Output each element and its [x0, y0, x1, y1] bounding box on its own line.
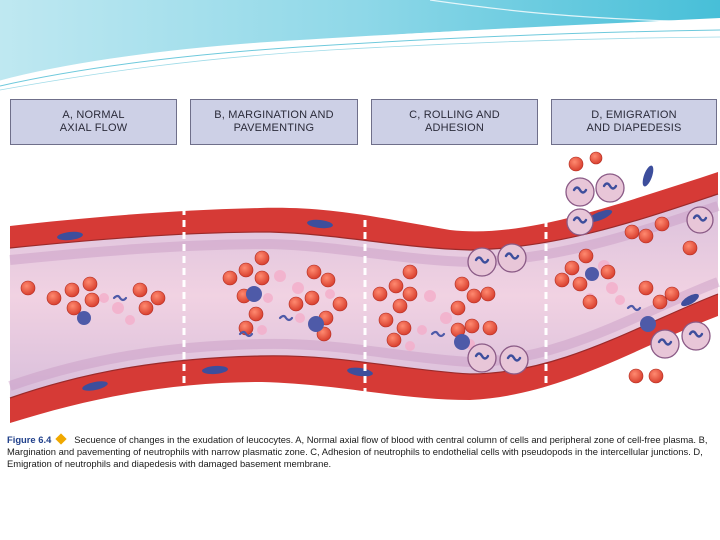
stage-b-label: B, MARGINATION AND PAVEMENTING [214, 109, 334, 134]
neutrophils-adhering [467, 173, 714, 375]
stage-c-box: C, ROLLING AND ADHESION [371, 99, 538, 145]
stage-c-label: C, ROLLING AND ADHESION [409, 109, 500, 134]
stage-a-label: A, NORMAL AXIAL FLOW [59, 109, 128, 134]
figure-label: Figure 6.4 [7, 434, 52, 445]
leukocytes [77, 267, 656, 350]
blood-vessel-illustration [8, 148, 720, 423]
vessel-wall-lower [10, 294, 718, 423]
stage-dividers [182, 148, 548, 423]
stage-b-box: B, MARGINATION AND PAVEMENTING [190, 99, 358, 145]
diamond-icon [55, 433, 67, 445]
neutrophil-nuclei-adhering [474, 182, 708, 362]
stage-d-label: D, EMIGRATION AND DIAPEDESIS [586, 109, 682, 134]
header-wave-decoration [0, 0, 720, 91]
endothelial-nuclei [57, 165, 699, 391]
stage-d-box: D, EMIGRATION AND DIAPEDESIS [551, 99, 717, 145]
figure-caption-text: Secuence of changes in the exudation of … [7, 434, 708, 470]
red-blood-cells [20, 151, 698, 384]
vessel-wall-upper [10, 172, 718, 250]
stage-a-box: A, NORMAL AXIAL FLOW [10, 99, 177, 145]
neutrophil-nuclei [112, 294, 642, 338]
